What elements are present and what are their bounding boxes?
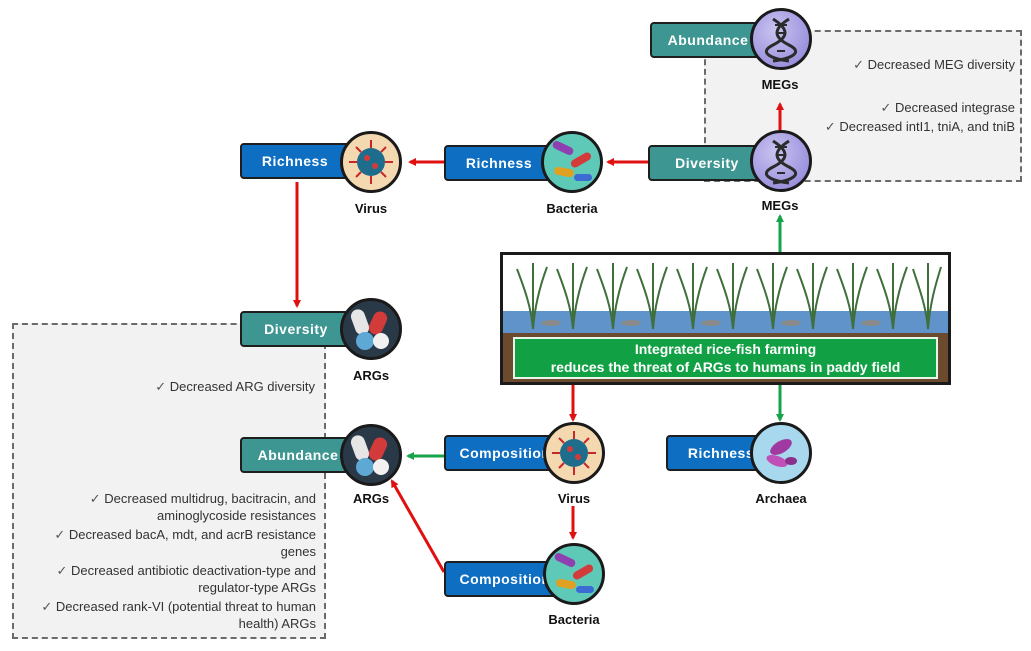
arg-abundance-note: Decreased antibiotic deactivation-type a… (24, 562, 316, 596)
field-banner-line2: reduces the threat of ARGs to humans in … (550, 359, 901, 375)
field-banner-line1: Integrated rice-fish farming (634, 341, 817, 357)
bacteria-top-label: Bacteria (546, 201, 598, 216)
pills-icon (340, 298, 402, 360)
meg-note: Decreased intI1, tniA, and tniB (815, 118, 1015, 135)
arg-diversity-notes: Decreased ARG diversity (30, 378, 315, 397)
meg-notes: Decreased MEG diversity Decreased integr… (815, 56, 1015, 137)
archaea-label: Archaea (755, 491, 807, 506)
arg-abundance-note: Decreased rank-VI (potential threat to h… (24, 598, 316, 632)
rice-field-image: Integrated rice-fish farming reduces the… (500, 252, 951, 385)
args-diversity-label: ARGs (352, 368, 390, 383)
field-banner: Integrated rice-fish farming reduces the… (513, 337, 938, 379)
meg-diversity-tag: Diversity (648, 145, 766, 181)
meg-note: Decreased MEG diversity (815, 56, 1015, 73)
arg-abundance-notes: Decreased multidrug, bacitracin, and ami… (24, 490, 316, 634)
bacteria-bottom-label: Bacteria (548, 612, 600, 627)
arg-abundance-note: Decreased bacA, mdt, and acrB resistance… (24, 526, 316, 560)
meg-abundance-tag: Abundance (650, 22, 766, 58)
dna-icon (750, 8, 812, 70)
virus-richness-tag: Richness (240, 143, 350, 179)
meg-note: Decreased integrase (815, 99, 1015, 116)
virus-icon (340, 131, 402, 193)
args-abundance-label: ARGs (352, 491, 390, 506)
arg-abundance-note: Decreased multidrug, bacitracin, and ami… (24, 490, 316, 524)
dna-icon (750, 130, 812, 192)
pills-icon (340, 424, 402, 486)
virus-bottom-label: Virus (557, 491, 591, 506)
arg-diversity-note: Decreased ARG diversity (30, 378, 315, 395)
archaea-icon (750, 422, 812, 484)
virus-top-label: Virus (354, 201, 388, 216)
arg-abundance-tag: Abundance (240, 437, 356, 473)
arg-diversity-tag: Diversity (240, 311, 352, 347)
bacteria-icon (543, 543, 605, 605)
meg-mid-label: MEGs (761, 198, 799, 213)
meg-top-label: MEGs (761, 77, 799, 92)
bacteria-icon (541, 131, 603, 193)
virus-icon (543, 422, 605, 484)
bacteria-richness-tag: Richness (444, 145, 554, 181)
arrow-bacteria-to-args (390, 479, 446, 573)
